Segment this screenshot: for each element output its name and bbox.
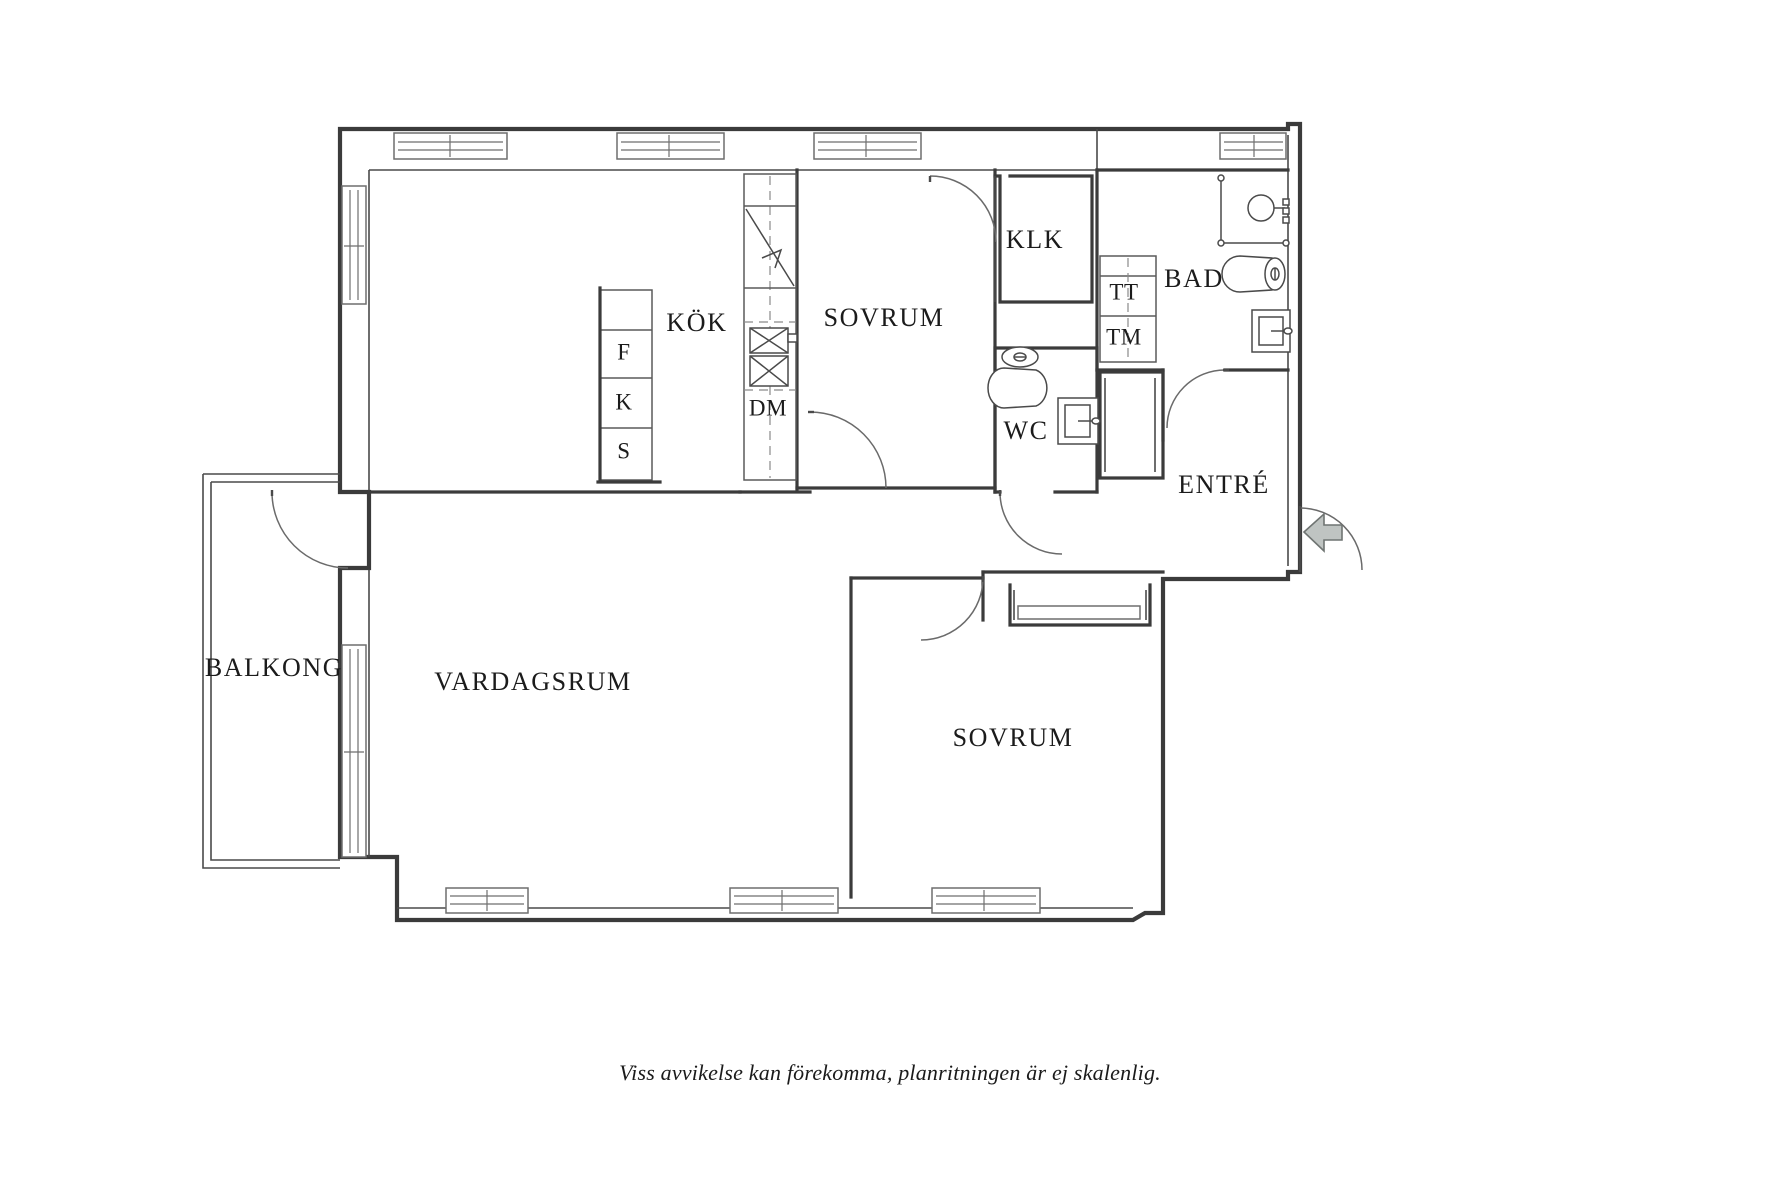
door-balcony bbox=[270, 490, 349, 569]
appliance-label-pantry: S bbox=[617, 438, 630, 463]
window-group-top bbox=[393, 132, 1287, 160]
scale-disclaimer: Viss avvikelse kan förekomma, planritnin… bbox=[619, 1060, 1161, 1085]
door-sovrum-upper bbox=[808, 410, 887, 489]
entry-direction-arrow bbox=[1302, 512, 1343, 553]
shower-enclosure bbox=[1217, 174, 1290, 247]
appliance-label-dishwasher: DM bbox=[749, 395, 787, 420]
room-label-kok: KÖK bbox=[666, 308, 727, 337]
entry-door bbox=[1298, 506, 1363, 572]
appliance-label-tumbledryer: TT bbox=[1109, 279, 1138, 304]
room-labels: KÖK SOVRUM KLK BAD WC ENTRÉ BALKONG VARD… bbox=[205, 225, 1270, 752]
cooktop-icon bbox=[745, 208, 795, 287]
toilet-wc-icon bbox=[987, 346, 1048, 409]
room-label-sovrum-lower: SOVRUM bbox=[953, 723, 1074, 752]
appliance-label-freezer: F bbox=[617, 339, 630, 364]
window-bottom-3 bbox=[931, 887, 1041, 914]
building-outline bbox=[337, 121, 1303, 923]
room-label-wc: WC bbox=[1003, 416, 1048, 445]
window-bottom-1 bbox=[445, 887, 529, 914]
wc-fixtures bbox=[987, 346, 1101, 445]
laundry-column bbox=[1099, 255, 1157, 363]
kitchen-counter-run bbox=[743, 173, 798, 481]
interior-walls bbox=[367, 168, 1290, 899]
door-wc bbox=[998, 490, 1063, 555]
window-top-1 bbox=[393, 132, 508, 160]
door-sovrum-lower bbox=[920, 576, 985, 641]
window-top-3 bbox=[813, 132, 922, 160]
sink-bad-icon bbox=[1251, 309, 1293, 353]
door-klk bbox=[928, 175, 997, 243]
room-label-sovrum-upper: SOVRUM bbox=[824, 303, 945, 332]
appliance-label-washer: TM bbox=[1106, 324, 1142, 349]
kitchen-tall-cabinets bbox=[596, 286, 662, 484]
appliance-label-fridge: K bbox=[615, 389, 632, 414]
window-left-upper bbox=[341, 185, 367, 305]
door-bad bbox=[1166, 368, 1229, 429]
window-top-4 bbox=[1219, 132, 1287, 160]
toilet-bad-icon bbox=[1221, 255, 1286, 293]
window-bottom-2 bbox=[729, 887, 839, 914]
room-label-entre: ENTRÉ bbox=[1178, 470, 1270, 499]
sink-wc-icon bbox=[1057, 397, 1101, 445]
room-label-balkong: BALKONG bbox=[205, 653, 343, 682]
appliance-labels: F K S TT TM DM bbox=[615, 279, 1141, 463]
kitchen-sink-icon bbox=[749, 327, 798, 387]
window-group-bottom bbox=[445, 887, 1041, 914]
balcony-outline bbox=[202, 473, 340, 869]
window-group-left bbox=[341, 185, 367, 858]
room-label-klk: KLK bbox=[1006, 225, 1064, 254]
room-label-vardagsrum: VARDAGSRUM bbox=[434, 667, 632, 696]
window-left-lower bbox=[341, 644, 367, 858]
doors bbox=[270, 175, 1363, 641]
bathroom-fixtures bbox=[1217, 174, 1293, 353]
window-top-2 bbox=[616, 132, 725, 160]
room-label-bad: BAD bbox=[1164, 264, 1224, 293]
